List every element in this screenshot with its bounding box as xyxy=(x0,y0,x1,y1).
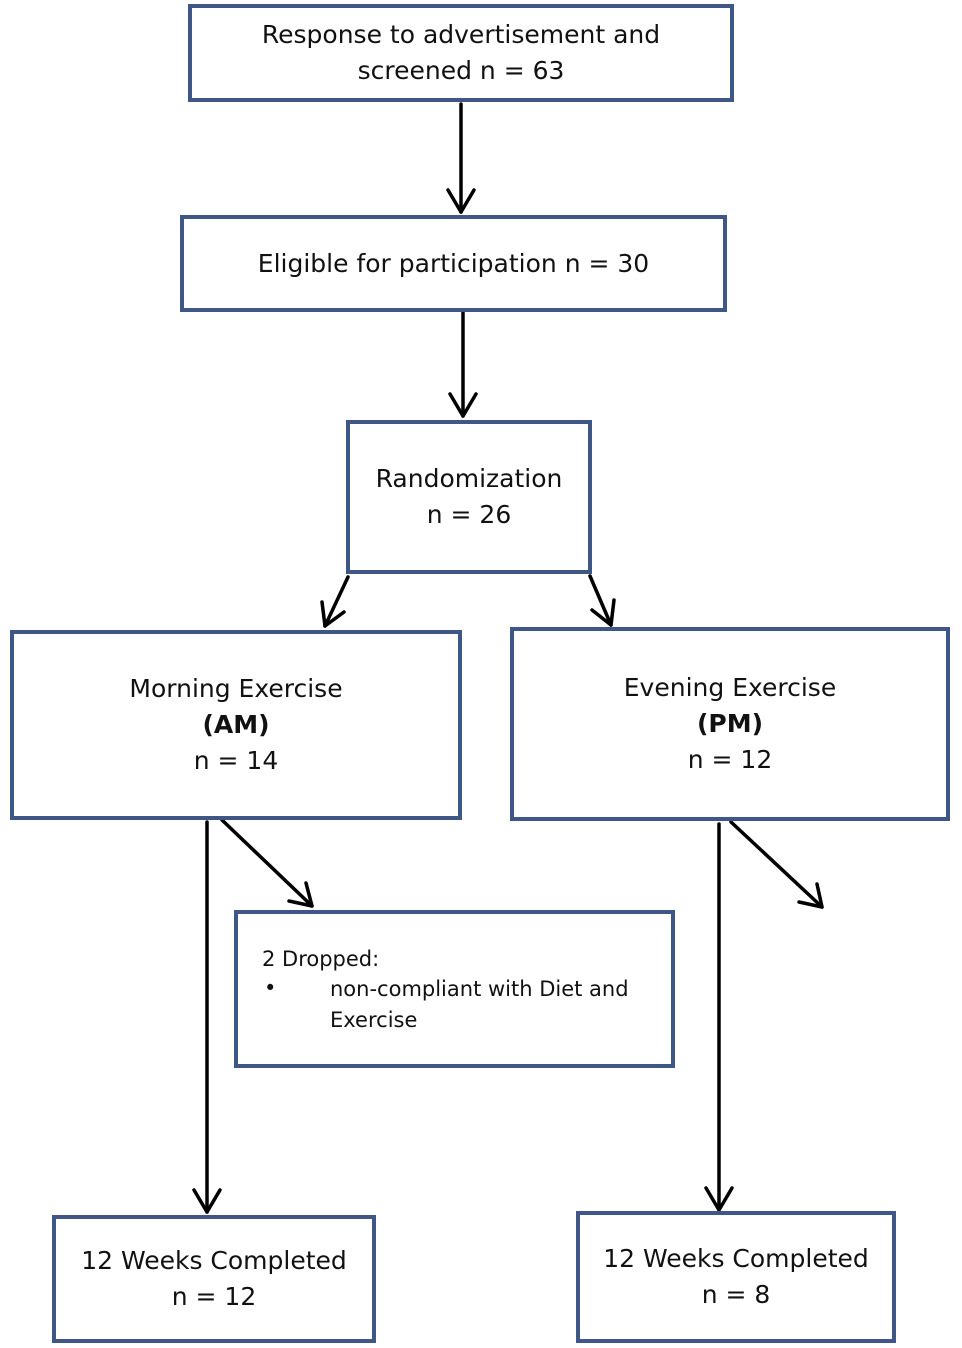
morning-line3: n = 14 xyxy=(193,746,279,775)
completed-am-box: 12 Weeks Completed n = 12 xyxy=(52,1215,376,1343)
evening-line3: n = 12 xyxy=(687,745,773,774)
arrow-randomization-to-morning xyxy=(320,575,350,628)
completed-am-line1: 12 Weeks Completed xyxy=(81,1246,347,1275)
screened-line1: Response to advertisement and xyxy=(261,20,661,49)
arrow-evening-to-dropout xyxy=(729,820,824,909)
dropped-reason: non-compliant with Diet and Exercise xyxy=(330,977,629,1032)
morning-line2: (AM) xyxy=(202,710,270,739)
dropped-heading: 2 Dropped: xyxy=(262,947,380,971)
arrow-morning-to-dropped xyxy=(220,818,314,908)
screened-line2: screened n = 63 xyxy=(357,56,565,85)
morning-line1: Morning Exercise xyxy=(129,674,343,703)
arrow-randomization-to-evening xyxy=(588,574,616,627)
randomization-line1: Randomization xyxy=(375,464,563,493)
evening-exercise-box: Evening Exercise (PM) n = 12 xyxy=(510,627,950,821)
completed-am-line2: n = 12 xyxy=(171,1282,257,1311)
evening-line1: Evening Exercise xyxy=(623,673,837,702)
arrow-eligible-to-randomization xyxy=(448,309,478,418)
dropped-box: 2 Dropped: • non-compliant with Diet and… xyxy=(234,910,675,1068)
dropped-bullet: • xyxy=(264,976,277,1000)
arrow-screened-to-eligible xyxy=(446,102,476,214)
completed-pm-box: 12 Weeks Completed n = 8 xyxy=(576,1211,896,1343)
eligible-box: Eligible for participation n = 30 xyxy=(180,215,727,312)
randomization-line2: n = 26 xyxy=(426,500,512,529)
eligible-line1: Eligible for participation n = 30 xyxy=(257,248,650,278)
evening-line2: (PM) xyxy=(696,709,764,738)
screened-box: Response to advertisement and screened n… xyxy=(188,4,734,102)
randomization-box: Randomization n = 26 xyxy=(346,420,592,574)
arrow-evening-to-completed xyxy=(704,822,734,1212)
completed-pm-line1: 12 Weeks Completed xyxy=(603,1244,869,1273)
arrow-morning-to-completed xyxy=(192,820,222,1214)
morning-exercise-box: Morning Exercise (AM) n = 14 xyxy=(10,630,462,820)
completed-pm-line2: n = 8 xyxy=(701,1280,771,1309)
